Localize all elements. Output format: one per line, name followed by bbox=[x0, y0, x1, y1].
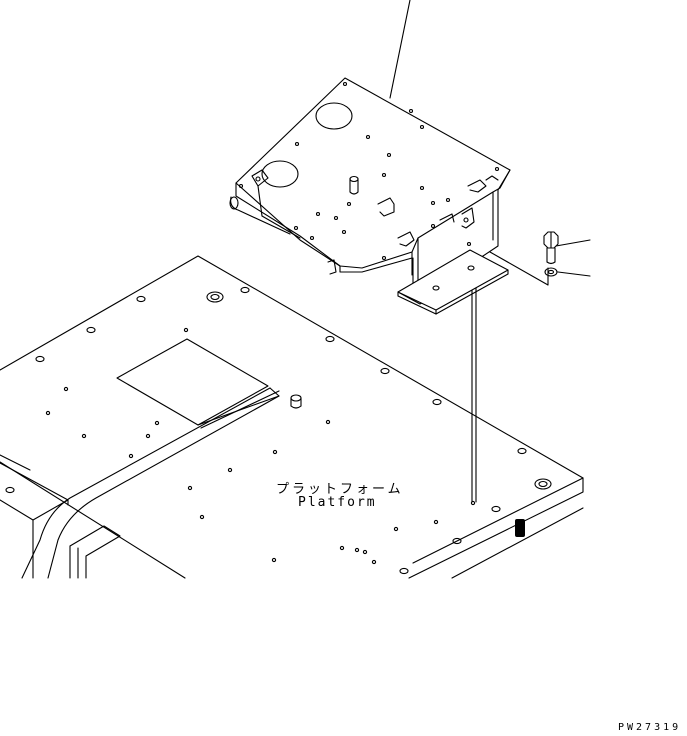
platform-beam bbox=[21, 387, 271, 579]
access-panel bbox=[116, 338, 269, 426]
beam-bracket bbox=[69, 525, 121, 579]
mounting-plate-assembly bbox=[229, 77, 511, 315]
washer-leader bbox=[557, 271, 591, 277]
platform-lower-edge bbox=[451, 507, 584, 579]
platform-small-holes bbox=[45, 327, 476, 565]
bracket-leader bbox=[389, 0, 411, 99]
platform-left-block bbox=[0, 462, 69, 521]
mounting-plate bbox=[235, 77, 511, 269]
platform-label-jp: プラットフォーム bbox=[276, 482, 404, 497]
plate-cutout-lower bbox=[261, 160, 299, 188]
plate-cutout-upper bbox=[315, 102, 353, 130]
leader-lines bbox=[389, 0, 591, 503]
bolt-leader bbox=[555, 239, 591, 247]
platform-holes bbox=[5, 286, 552, 575]
washer bbox=[544, 267, 558, 277]
bolt bbox=[543, 231, 559, 265]
plate-holes bbox=[238, 81, 500, 261]
platform-right-front-edge bbox=[408, 477, 584, 579]
bolt-alignment-leader bbox=[489, 251, 549, 286]
platform bbox=[0, 255, 584, 579]
drawing-id: PW27319 bbox=[618, 722, 682, 733]
platform-front-thickness bbox=[412, 477, 584, 564]
platform-top-edge-back bbox=[0, 255, 584, 479]
platform-label-en: Platform bbox=[298, 495, 377, 510]
